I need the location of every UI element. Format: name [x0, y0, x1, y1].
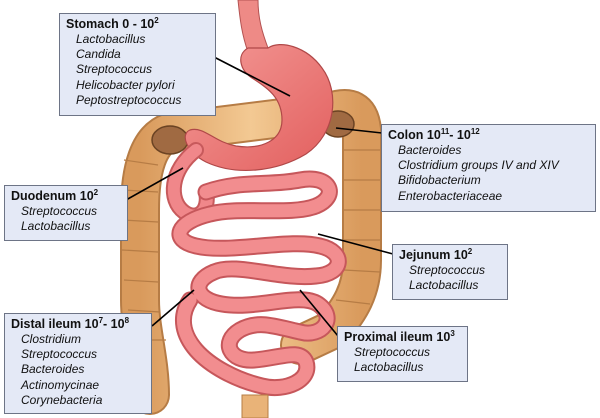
colon-label-box: Colon 1011- 1012 Bacteroides Clostridium… [381, 124, 596, 212]
organism: Streptococcus [354, 345, 431, 359]
duodenum-label-box: Duodenum 102 Streptococcus Lactobacillus [4, 185, 128, 241]
leader-jejunum [317, 233, 394, 255]
leader-lines [125, 56, 394, 337]
proximal-ileum-label-box: Proximal ileum 103 Streptococcus Lactoba… [337, 326, 468, 382]
rectum [241, 394, 269, 418]
stomach [184, 44, 334, 171]
colon-exponent: 11 [440, 126, 450, 136]
duodenum-name: Duodenum [11, 189, 77, 203]
organism: Enterobacteriaceae [398, 188, 503, 203]
colon-name: Colon [388, 128, 424, 142]
organism: Lactobacillus [409, 278, 479, 293]
colon-exponent-upper: 12 [470, 126, 480, 136]
stomach-name: Stomach [66, 17, 119, 31]
distal-ileum-exponent-upper: 8 [124, 315, 130, 325]
colon-count-upper: - 10 [449, 128, 471, 142]
proximal-ileum-exponent: 3 [450, 328, 455, 338]
organism: Clostridium [21, 332, 82, 346]
stomach-exponent: 2 [154, 15, 159, 25]
proximal-ileum-name: Proximal ileum [344, 330, 433, 344]
leader-duodenum [125, 167, 184, 201]
organism: Bacteroides [21, 362, 85, 377]
jejunum-organism-list: Streptococcus Lactobacillus [399, 263, 501, 293]
leader-stomach [213, 56, 291, 97]
esophagus [237, 0, 269, 53]
jejunum-label-box: Jejunum 102 Streptococcus Lactobacillus [392, 244, 508, 300]
jejunum-exponent: 2 [467, 246, 473, 256]
duodenum-title: Duodenum 102 [11, 188, 121, 204]
stomach-label-box: Stomach 0 - 102 Lactobacillus Candida St… [59, 13, 216, 116]
colon-organism-list: Bacteroides Clostridium groups IV and XI… [388, 143, 589, 204]
organism: Actinomycinae [21, 377, 100, 392]
small-intestine [171, 170, 347, 396]
proximal-ileum-title: Proximal ileum 103 [344, 329, 461, 345]
jejunum-count: 10 [453, 248, 468, 262]
distal-ileum-exponent: 7 [98, 315, 104, 325]
organism: Corynebacteria [21, 392, 103, 407]
distal-ileum-organism-list: Clostridium Streptococcus Bacteroides Ac… [11, 332, 145, 408]
leader-proximal-ileum [299, 289, 339, 337]
organism: Streptococcus [21, 204, 98, 218]
stomach-organism-list: Lactobacillus Candida Streptococcus Heli… [66, 32, 209, 108]
duodenum-organism-list: Streptococcus Lactobacillus [11, 204, 121, 234]
jejunum-name: Jejunum [399, 248, 451, 262]
colon-count: 10 [426, 128, 441, 142]
organism: Helicobacter pylori [76, 77, 175, 92]
distal-ileum-name: Distal ileum [11, 317, 82, 331]
leader-distal-ileum [151, 289, 195, 327]
organism: Peptostreptococcus [76, 92, 182, 107]
leader-colon [335, 127, 383, 134]
jejunum-title: Jejunum 102 [399, 247, 501, 263]
duodenum-count: 10 [79, 189, 94, 203]
proximal-ileum-count: 10 [436, 330, 451, 344]
organism: Lactobacillus [21, 219, 91, 234]
duodenum-exponent: 2 [93, 187, 99, 197]
organism: Bacteroides [398, 143, 462, 157]
organism: Streptococcus [76, 62, 153, 77]
stomach-count: 0 - 10 [122, 17, 155, 31]
distal-ileum-count-upper: - 10 [103, 317, 125, 331]
organism: Lactobacillus [354, 360, 424, 375]
distal-ileum-count: 10 [84, 317, 99, 331]
organism: Bifidobacterium [398, 173, 481, 188]
organism: Streptococcus [21, 347, 98, 362]
colon-title: Colon 1011- 1012 [388, 127, 589, 143]
proximal-ileum-organism-list: Streptococcus Lactobacillus [344, 345, 461, 375]
organism: Clostridium groups IV and XIV [398, 158, 559, 173]
distal-ileum-label-box: Distal ileum 107- 108 Clostridium Strept… [4, 313, 152, 414]
stomach-title: Stomach 0 - 102 [66, 16, 209, 32]
organism: Streptococcus [409, 263, 486, 277]
distal-ileum-title: Distal ileum 107- 108 [11, 316, 145, 332]
organism: Lactobacillus [76, 32, 146, 46]
organism: Candida [76, 47, 121, 62]
